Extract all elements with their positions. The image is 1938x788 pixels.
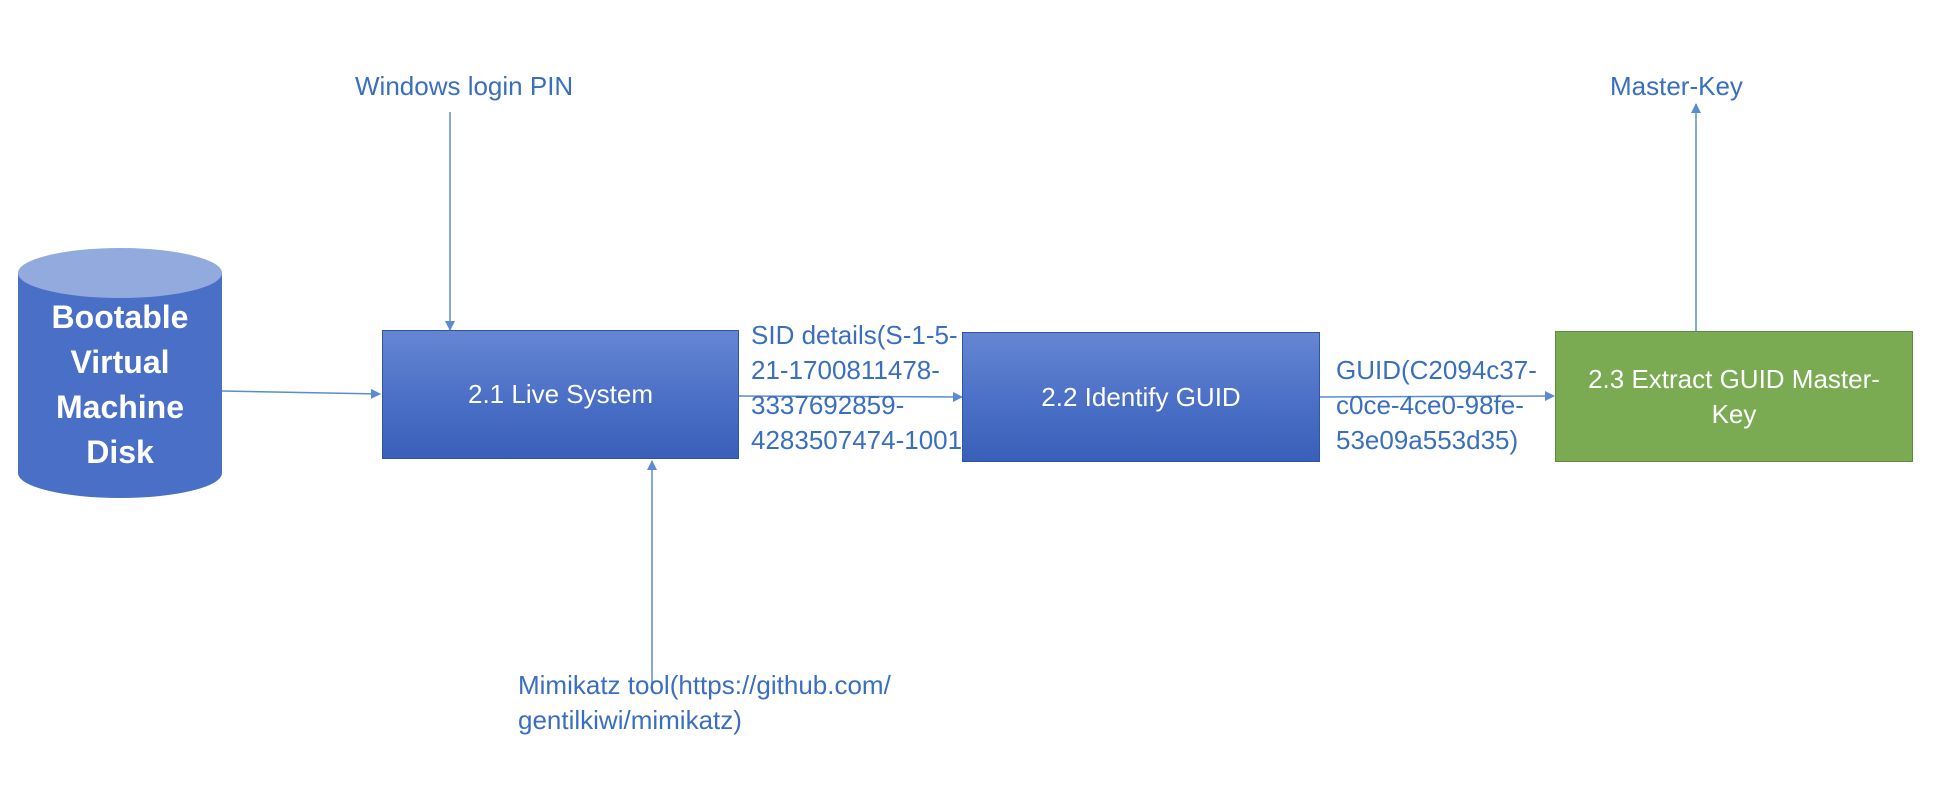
- input-mimikatz: Mimikatz tool(https://github.com/gentilk…: [518, 670, 891, 735]
- output-master-key: Master-Key: [1610, 71, 1743, 101]
- input-windows-pin: Windows login PIN: [355, 71, 574, 101]
- disk-cylinder-body: [18, 273, 222, 498]
- node-extract-key: 2.3 Extract GUID Master-Key: [1555, 331, 1913, 462]
- edge-label-guid: GUID(C2094c37-c0ce-4ce0-98fe-53e09a553d3…: [1336, 355, 1537, 455]
- arrow-disk-to-live-system: [221, 388, 381, 399]
- edge-label-sid-details: SID details(S-1-5-21-1700811478-33376928…: [751, 320, 963, 455]
- disk-cylinder: [18, 248, 222, 498]
- disk-label: Bootable Virtual Machine Disk: [51, 299, 189, 470]
- node-identify-guid: 2.2 Identify GUID: [962, 332, 1320, 462]
- arrow-live-system-to-identify-guid: [738, 391, 963, 402]
- disk-cylinder-top: [18, 248, 222, 298]
- arrow-identify-guid-to-extract-key: [1319, 391, 1555, 402]
- node-identify-guid-label: 2.2 Identify GUID: [1041, 381, 1241, 412]
- node-extract-key-label: 2.3 Extract GUID Master-Key: [1588, 363, 1880, 429]
- node-live-system-label: 2.1 Live System: [468, 379, 653, 409]
- node-live-system: 2.1 Live System: [382, 330, 739, 459]
